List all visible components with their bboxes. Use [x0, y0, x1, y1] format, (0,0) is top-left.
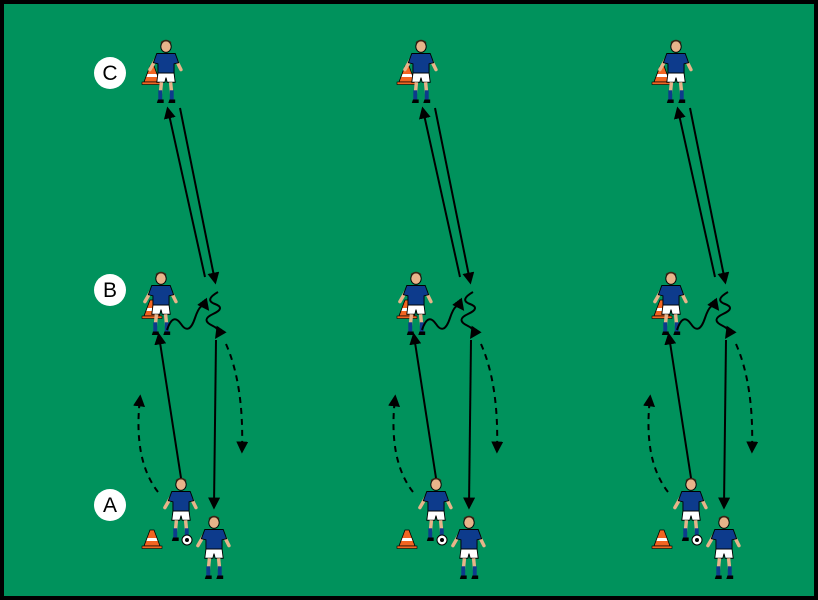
drill-station-1: [133, 39, 249, 579]
run-arrow: [225, 343, 249, 454]
player-icon: [653, 271, 688, 335]
drill-station-3: [643, 39, 759, 579]
cone-icon: [396, 529, 418, 549]
station-label-b-text: B: [103, 279, 117, 302]
player-icon: [148, 39, 183, 103]
pass-arrow: [718, 339, 731, 510]
dribble-arrow: [676, 297, 720, 331]
player-icon: [196, 515, 231, 579]
pass-arrow: [434, 107, 475, 285]
station-label-a-text: A: [103, 494, 117, 517]
pass-arrow: [163, 106, 206, 278]
cone-icon: [141, 65, 163, 85]
dribble-arrow: [205, 291, 227, 339]
player-icon: [658, 39, 693, 103]
dribble-arrow: [715, 291, 737, 339]
ball-icon: [691, 534, 703, 546]
pass-arrow: [463, 339, 476, 510]
ball-icon: [181, 534, 193, 546]
pass-arrow: [409, 332, 437, 479]
dribble-arrow: [166, 297, 210, 331]
run-arrow: [735, 343, 759, 454]
cone-icon: [141, 529, 163, 549]
dribble-arrow: [460, 291, 482, 339]
pass-arrow: [154, 332, 182, 479]
station-label-b: B: [94, 274, 126, 306]
cone-icon: [396, 65, 418, 85]
cone-icon: [651, 65, 673, 85]
dribble-arrow: [421, 297, 465, 331]
drill-stations: [133, 39, 759, 579]
run-arrow: [480, 343, 504, 454]
player-icon: [706, 515, 741, 579]
pass-arrow: [208, 339, 221, 510]
player-icon: [163, 477, 198, 541]
player-icon: [403, 39, 438, 103]
station-label-a: A: [94, 489, 126, 521]
pass-arrow: [664, 332, 692, 479]
player-icon: [398, 271, 433, 335]
pass-arrow: [673, 106, 716, 278]
pass-arrow: [179, 107, 220, 285]
drill-station-2: [388, 39, 504, 579]
station-label-c: C: [94, 57, 126, 89]
cone-icon: [651, 529, 673, 549]
player-icon: [451, 515, 486, 579]
station-label-c-text: C: [102, 62, 117, 85]
player-icon: [143, 271, 178, 335]
pass-arrow: [418, 106, 461, 278]
pass-arrow: [689, 107, 730, 285]
player-icon: [418, 477, 453, 541]
ball-icon: [436, 534, 448, 546]
